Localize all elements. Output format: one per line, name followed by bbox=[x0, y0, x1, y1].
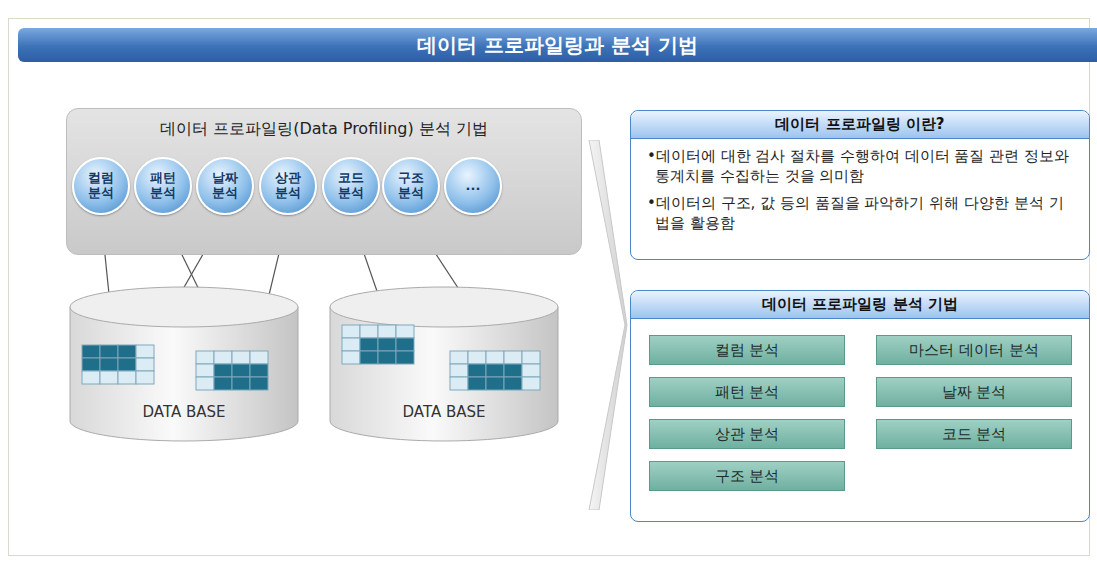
info-box: 데이터 프로파일링 이란? •데이터에 대한 검사 절차를 수행하여 데이터 품질… bbox=[630, 110, 1090, 260]
box-heading: 데이터 프로파일링 이란? bbox=[631, 111, 1089, 139]
group-panel: 데이터 프로파일링(Data Profiling) 분석 기법컬럼 분석 패턴 분… bbox=[66, 108, 582, 255]
title-text: 데이터 프로파일링과 분석 기법 bbox=[417, 32, 698, 59]
method-circle: ... bbox=[444, 157, 502, 215]
method-button: 마스터 데이터 분석 bbox=[876, 335, 1072, 365]
method-button: 코드 분석 bbox=[876, 419, 1072, 449]
node-label: 코드 분석 bbox=[942, 425, 1007, 444]
title-band: 데이터 프로파일링과 분석 기법 bbox=[18, 28, 1097, 62]
node-label: 마스터 데이터 분석 bbox=[909, 341, 1039, 360]
database-cylinder: DATA BASE bbox=[68, 285, 300, 443]
node-label: 컬럼 분석 bbox=[81, 171, 121, 201]
node-label: 구조 분석 bbox=[391, 171, 431, 201]
method-circle: 컬럼 분석 bbox=[72, 157, 130, 215]
node-label: DATA BASE bbox=[68, 403, 300, 421]
bullet-text: •데이터에 대한 검사 절차를 수행하여 데이터 품질 관련 정보와 통계치를 … bbox=[655, 147, 1075, 186]
node-label: 데이터 프로파일링(Data Profiling) 분석 기법 bbox=[67, 119, 581, 140]
method-circle: 패턴 분석 bbox=[134, 157, 192, 215]
database-cylinder: DATA BASE bbox=[328, 285, 560, 443]
node-label: 날짜 분석 bbox=[942, 383, 1007, 402]
node-label: 코드 분석 bbox=[331, 171, 371, 201]
node-label: 상관 분석 bbox=[268, 171, 308, 201]
node-label: 패턴 분석 bbox=[715, 383, 780, 402]
node-label: 패턴 분석 bbox=[143, 171, 183, 201]
box-heading: 데이터 프로파일링 분석 기법 bbox=[631, 291, 1089, 319]
method-button: 날짜 분석 bbox=[876, 377, 1072, 407]
node-label: 구조 분석 bbox=[715, 467, 780, 486]
node-label: 상관 분석 bbox=[715, 425, 780, 444]
bullet-text: •데이터의 구조, 값 등의 품질을 파악하기 위해 다양한 분석 기법을 활용… bbox=[655, 194, 1075, 233]
method-button: 상관 분석 bbox=[649, 419, 845, 449]
method-circle: 상관 분석 bbox=[259, 157, 317, 215]
node-label: DATA BASE bbox=[328, 403, 560, 421]
info-box: 데이터 프로파일링 분석 기법컬럼 분석 마스터 데이터 분석패턴 분석 날짜 분석… bbox=[630, 290, 1090, 522]
method-button: 패턴 분석 bbox=[649, 377, 845, 407]
chevron-arrow bbox=[585, 140, 630, 510]
method-button: 구조 분석 bbox=[649, 461, 845, 491]
node-label: 날짜 분석 bbox=[205, 171, 245, 201]
node-label: 컬럼 분석 bbox=[715, 341, 780, 360]
method-circle: 구조 분석 bbox=[382, 157, 440, 215]
method-circle: 날짜 분석 bbox=[196, 157, 254, 215]
node-label: ... bbox=[453, 179, 493, 194]
method-circle: 코드 분석 bbox=[322, 157, 380, 215]
method-button: 컬럼 분석 bbox=[649, 335, 845, 365]
